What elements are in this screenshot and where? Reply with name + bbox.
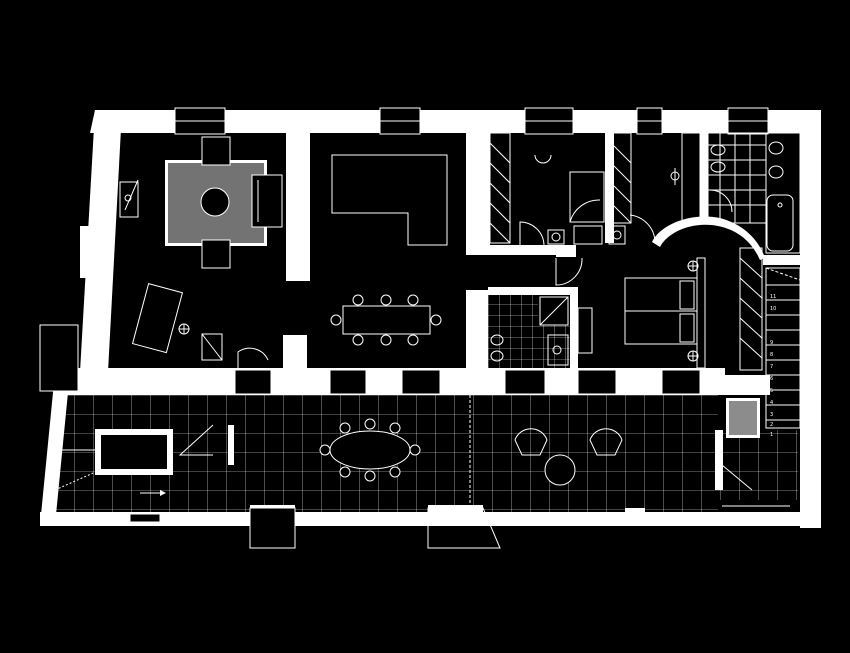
chair bbox=[201, 239, 231, 269]
step-number: 6 bbox=[770, 376, 773, 382]
dining-chairs bbox=[330, 294, 442, 346]
armchair bbox=[251, 174, 283, 228]
walls bbox=[40, 110, 821, 528]
side-table bbox=[201, 333, 223, 361]
staircase: 11 10 9 8 7 6 5 4 3 2 1 bbox=[726, 267, 801, 438]
skylight bbox=[95, 429, 173, 475]
round-side-table bbox=[544, 454, 576, 486]
step-number: 2 bbox=[770, 422, 773, 428]
lounge-chair bbox=[131, 283, 184, 354]
step-number: 10 bbox=[770, 306, 776, 312]
fireplace bbox=[119, 181, 139, 218]
bathroom-mid bbox=[488, 295, 570, 370]
step-number: 11 bbox=[770, 294, 776, 300]
dining-table bbox=[342, 305, 431, 335]
toilet bbox=[490, 334, 504, 346]
lounge-chair bbox=[514, 428, 548, 456]
service-area bbox=[489, 132, 701, 286]
study-room bbox=[119, 136, 283, 370]
terrace-furniture bbox=[54, 418, 790, 549]
sink bbox=[534, 154, 552, 164]
terrace-tile-grid-right bbox=[718, 430, 798, 500]
step-number: 3 bbox=[770, 412, 773, 418]
sink bbox=[768, 141, 784, 155]
lounge-chair bbox=[589, 428, 623, 456]
round-table bbox=[200, 187, 230, 217]
bathroom-top bbox=[707, 132, 801, 254]
step-number: 4 bbox=[770, 400, 773, 406]
bedroom bbox=[577, 247, 763, 371]
oval-table bbox=[329, 430, 411, 470]
bathtub bbox=[766, 194, 794, 252]
exterior-box bbox=[39, 324, 79, 392]
dining-room bbox=[330, 154, 448, 346]
kitchen-counter bbox=[331, 154, 448, 246]
step-number: 9 bbox=[770, 340, 773, 346]
step-number: 8 bbox=[770, 352, 773, 358]
sink bbox=[768, 165, 784, 179]
bidet bbox=[490, 350, 504, 362]
bidet bbox=[710, 161, 726, 173]
step-number: 1 bbox=[770, 432, 773, 438]
windows bbox=[174, 107, 769, 395]
chair bbox=[201, 136, 231, 166]
toilet bbox=[710, 144, 726, 156]
step-number: 5 bbox=[770, 388, 773, 394]
planter bbox=[726, 398, 760, 438]
step-number: 7 bbox=[770, 364, 773, 370]
